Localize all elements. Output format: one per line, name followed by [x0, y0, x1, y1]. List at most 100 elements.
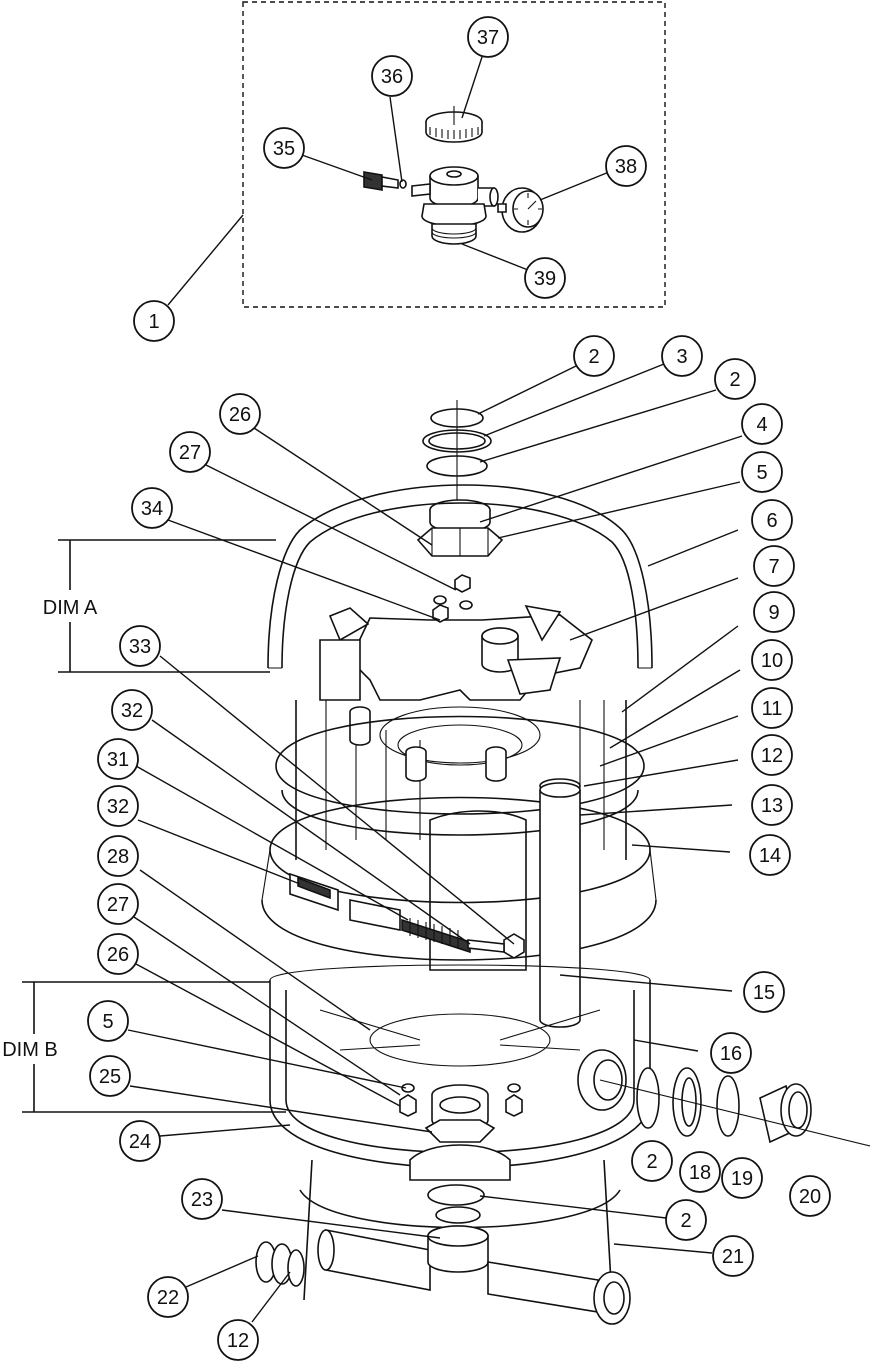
standpipe: [539, 778, 581, 1028]
svg-text:26: 26: [107, 944, 129, 966]
svg-text:2: 2: [680, 1210, 691, 1232]
drain-plug-22: [255, 1241, 305, 1287]
svg-text:27: 27: [107, 894, 129, 916]
svg-text:28: 28: [107, 846, 129, 868]
callout-12: 12: [217, 1319, 259, 1361]
callout-2: 2: [631, 1140, 673, 1182]
callout-24: 24: [119, 1120, 161, 1162]
valve-body: [411, 166, 499, 245]
dim-b-label: DIM B: [2, 1039, 58, 1061]
callout-22: 22: [147, 1276, 189, 1318]
callout-13: 13: [751, 784, 793, 826]
svg-text:18: 18: [689, 1162, 711, 1184]
callout-35: 35: [263, 127, 305, 169]
svg-text:12: 12: [227, 1330, 249, 1352]
svg-text:2: 2: [729, 369, 740, 391]
callout-5: 5: [741, 451, 783, 493]
svg-text:20: 20: [799, 1186, 821, 1208]
svg-text:24: 24: [129, 1131, 151, 1153]
svg-text:2: 2: [646, 1151, 657, 1173]
svg-text:35: 35: [273, 138, 295, 160]
svg-text:11: 11: [762, 698, 783, 720]
callout-10: 10: [751, 639, 793, 681]
svg-text:39: 39: [534, 268, 556, 290]
callout-38: 38: [605, 145, 647, 187]
svg-text:22: 22: [157, 1287, 179, 1309]
svg-text:13: 13: [761, 795, 783, 817]
svg-text:26: 26: [229, 404, 251, 426]
callout-31: 31: [97, 738, 139, 780]
callout-26: 26: [97, 933, 139, 975]
callout-32: 32: [111, 689, 153, 731]
svg-text:15: 15: [753, 982, 775, 1004]
callout-7: 7: [753, 545, 795, 587]
svg-text:38: 38: [615, 156, 637, 178]
manifold: [319, 604, 593, 701]
callout-34: 34: [131, 487, 173, 529]
svg-text:6: 6: [766, 510, 777, 532]
callout-2: 2: [665, 1199, 707, 1241]
callout-25: 25: [89, 1055, 131, 1097]
outlet-fittings: [599, 1067, 870, 1147]
leader-lines: [127, 56, 743, 1323]
callout-12: 12: [751, 734, 793, 776]
dome-lid: [267, 484, 653, 669]
callout-1: 1: [133, 300, 175, 342]
filter-grid: [295, 700, 627, 971]
svg-text:32: 32: [107, 796, 129, 818]
svg-text:9: 9: [768, 602, 779, 624]
top-nuts: [432, 574, 473, 623]
inset-dashed-border: [242, 1, 666, 308]
callout-33: 33: [119, 625, 161, 667]
callout-11: 11: [751, 687, 793, 729]
svg-text:36: 36: [381, 66, 403, 88]
callout-2: 2: [714, 358, 756, 400]
callout-21: 21: [712, 1235, 754, 1277]
dim-a-label: DIM A: [43, 597, 98, 619]
callout-4: 4: [741, 403, 783, 445]
callout-27: 27: [169, 431, 211, 473]
callout-3: 3: [661, 335, 703, 377]
valve-inset: [242, 1, 666, 308]
valve-knob-37: [425, 106, 483, 143]
callouts: 1 35 36 37 38 39 2 3 2 4 5 6 7 9 10 11 1…: [87, 16, 831, 1361]
callout-27: 27: [97, 883, 139, 925]
callout-36: 36: [371, 55, 413, 97]
svg-text:12: 12: [761, 745, 783, 767]
callout-19: 19: [721, 1157, 763, 1199]
svg-text:33: 33: [129, 636, 151, 658]
svg-text:7: 7: [768, 556, 779, 578]
callout-26: 26: [219, 393, 261, 435]
svg-text:5: 5: [102, 1011, 113, 1033]
svg-text:21: 21: [722, 1246, 744, 1268]
svg-text:1: 1: [148, 311, 159, 333]
pressure-gauge-38: [497, 187, 544, 233]
callout-37: 37: [467, 16, 509, 58]
svg-text:25: 25: [99, 1066, 121, 1088]
callout-14: 14: [749, 834, 791, 876]
callout-6: 6: [751, 499, 793, 541]
callout-9: 9: [753, 591, 795, 633]
callout-15: 15: [743, 971, 785, 1013]
svg-text:31: 31: [107, 749, 129, 771]
callout-39: 39: [524, 257, 566, 299]
svg-text:27: 27: [179, 442, 201, 464]
svg-text:23: 23: [191, 1189, 213, 1211]
svg-text:2: 2: [588, 346, 599, 368]
svg-text:19: 19: [731, 1168, 753, 1190]
svg-text:16: 16: [720, 1043, 742, 1065]
top-orings: [422, 400, 492, 505]
svg-text:14: 14: [759, 845, 781, 867]
callout-20: 20: [789, 1175, 831, 1217]
callout-5: 5: [87, 1000, 129, 1042]
callout-32: 32: [97, 785, 139, 827]
callout-16: 16: [710, 1032, 752, 1074]
callout-18: 18: [679, 1151, 721, 1193]
callout-28: 28: [97, 835, 139, 877]
svg-text:37: 37: [477, 27, 499, 49]
fitting-35: [363, 171, 407, 191]
callout-23: 23: [181, 1178, 223, 1220]
svg-text:4: 4: [756, 414, 767, 436]
dimension-a: DIM A: [43, 539, 276, 673]
